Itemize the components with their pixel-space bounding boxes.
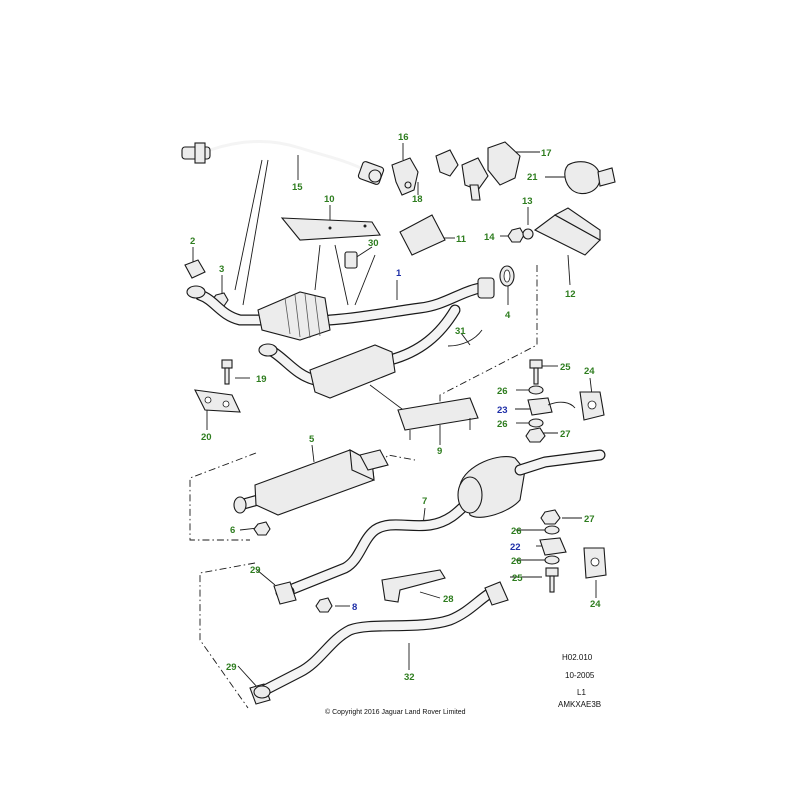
bracket-20	[194, 389, 241, 413]
nut-8	[315, 597, 333, 613]
callout-25b: 25	[512, 573, 523, 584]
callout-23: 23	[497, 405, 508, 416]
leader-lines	[192, 143, 597, 689]
heat-shield-10	[280, 217, 381, 241]
callout-19: 19	[256, 374, 267, 385]
ref-code: H02.010	[562, 653, 593, 662]
front-pipe-1	[186, 277, 495, 399]
callout-10: 10	[324, 194, 335, 205]
callout-29a: 29	[250, 565, 261, 576]
callout-26d: 26	[511, 556, 522, 567]
nut-14	[507, 227, 525, 243]
heat-shield-11	[399, 214, 446, 256]
callout-17: 17	[541, 148, 552, 159]
callout-31: 31	[455, 326, 466, 337]
heat-shield-12	[533, 207, 601, 256]
callout-22: 22	[510, 542, 521, 553]
callout-1: 1	[396, 268, 402, 279]
sensor-30	[344, 251, 358, 269]
bracket-28	[381, 569, 446, 603]
callout-3: 3	[219, 264, 224, 275]
callout-11: 11	[456, 234, 467, 245]
gasket-29-upper	[273, 581, 297, 605]
callout-20: 20	[201, 432, 212, 443]
callout-18: 18	[412, 194, 423, 205]
hanger-assembly-lower	[539, 509, 607, 593]
washer-13	[522, 228, 534, 240]
callout-27a: 27	[560, 429, 571, 440]
callout-7: 7	[422, 496, 427, 507]
image-code: AMKXAE3B	[558, 700, 601, 709]
callout-21: 21	[527, 172, 538, 183]
callout-8: 8	[352, 602, 357, 613]
bolt-19	[221, 359, 233, 385]
reference-info: H02.010 10-2005 L1 AMKXAE3B © Copyright …	[325, 653, 601, 716]
callout-26c: 26	[511, 526, 522, 537]
rear-silencer-pipe-7	[275, 449, 606, 600]
ref-date: 10-2005	[565, 671, 595, 680]
clip-17	[461, 141, 521, 201]
callout-28: 28	[443, 594, 454, 605]
clip-18	[435, 149, 459, 177]
callout-9: 9	[437, 446, 442, 457]
callout-26b: 26	[497, 419, 508, 430]
ref-level: L1	[577, 688, 586, 697]
callout-30: 30	[368, 238, 379, 249]
callouts: 1 2 3 4 5 6 7 8 9 10 11 12 13 14 15 16 1…	[190, 132, 601, 683]
gasket-2	[184, 259, 206, 279]
callout-2: 2	[190, 236, 195, 247]
heat-shield-9	[397, 397, 479, 440]
intermediate-silencer-5	[233, 449, 389, 516]
callout-16: 16	[398, 132, 409, 143]
callout-12: 12	[565, 289, 576, 300]
nut-6	[253, 521, 271, 536]
callout-27b: 27	[584, 514, 595, 525]
bracket-16	[391, 157, 419, 196]
callout-5: 5	[309, 434, 315, 445]
callout-32: 32	[404, 672, 415, 683]
callout-24a: 24	[584, 366, 595, 377]
callout-14: 14	[484, 232, 495, 243]
tail-pipe-32	[253, 581, 509, 699]
hanger-assembly-upper	[525, 359, 605, 443]
copyright: © Copyright 2016 Jaguar Land Rover Limit…	[325, 708, 466, 716]
callout-29b: 29	[226, 662, 237, 673]
callout-4: 4	[505, 310, 511, 321]
callout-13: 13	[522, 196, 533, 207]
bracket-31	[447, 329, 483, 347]
callout-6: 6	[230, 525, 235, 536]
hanger-clip-21	[564, 161, 616, 195]
callout-25a: 25	[560, 362, 571, 373]
callout-15: 15	[292, 182, 303, 193]
oxygen-sensor-harness	[181, 140, 385, 185]
sealing-ring-4	[499, 265, 515, 287]
callout-24b: 24	[590, 599, 601, 610]
callout-26a: 26	[497, 386, 508, 397]
